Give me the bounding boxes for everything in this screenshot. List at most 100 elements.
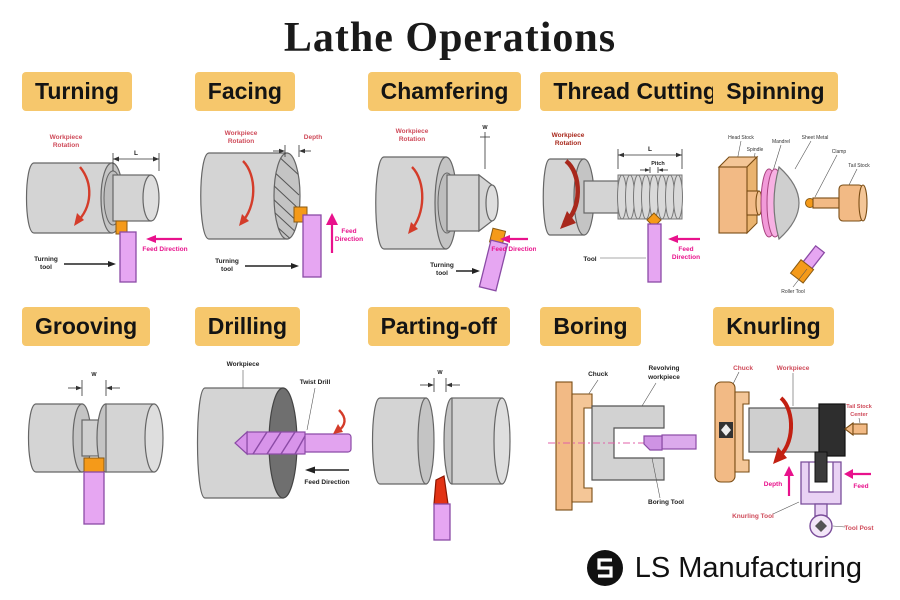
knurling-tool-label: Knurling Tool — [732, 513, 774, 520]
row-top: Turning Workpiece Rotation L Feed D — [18, 66, 882, 301]
depth-label: Depth — [304, 134, 322, 141]
brand-footer: LS Manufacturing — [585, 548, 862, 588]
workpiece-label: Workpiece — [226, 361, 259, 368]
workpiece-cylinder — [25, 162, 113, 234]
thread-cutting-diagram: Workpiece Rotation L Pitch — [543, 132, 701, 283]
tail-stock-center — [852, 423, 868, 435]
clamp-label: Clamp — [832, 149, 847, 155]
operation-label-thread-cutting: Thread Cutting — [540, 72, 730, 111]
facing-rotation-label: Workpiece — [224, 130, 257, 137]
chuck-body — [555, 381, 573, 511]
chuck-key-socket — [721, 424, 732, 436]
svg-text:Center: Center — [850, 412, 868, 418]
chuck-label: Chuck — [733, 365, 753, 372]
mandrel-label: Mandrel — [772, 139, 790, 145]
drill-point — [233, 430, 248, 456]
operation-label-chamfering: Chamfering — [367, 72, 522, 111]
operations-grid: Turning Workpiece Rotation L Feed D — [0, 62, 900, 546]
svg-text:Rotation: Rotation — [53, 142, 79, 149]
drilling-diagram: Workpiece Twist Drill Feed Direction — [196, 361, 352, 499]
operation-label-facing: Facing — [194, 72, 295, 111]
boring-tool-head — [643, 435, 663, 451]
svg-text:Rotation: Rotation — [398, 136, 424, 143]
threading-tool — [647, 223, 663, 283]
workpiece-label: Workpiece — [777, 365, 810, 372]
operation-label-boring: Boring — [540, 307, 641, 346]
twist-drill-label: Twist Drill — [300, 379, 331, 386]
row-bottom: Grooving W Drilling Workpiece — [18, 301, 882, 546]
workpiece-head — [543, 158, 585, 236]
length-dim-label: L — [134, 150, 138, 157]
feed-direction-label: Feed Direction — [304, 479, 349, 486]
boring-tool-label: Boring Tool — [648, 499, 684, 506]
grooving-diagram: W — [27, 372, 164, 525]
faced-surface — [273, 152, 301, 240]
operation-label-grooving: Grooving — [22, 307, 151, 346]
workpiece-cylinder — [374, 156, 447, 250]
svg-text:Rotation: Rotation — [555, 140, 581, 147]
feed-direction-label: Feed — [679, 246, 694, 253]
svg-text:tool: tool — [40, 264, 52, 271]
operation-card-knurling: Knurling Chuck Workpiece Tail Stock Cent… — [709, 301, 882, 546]
chuck-jaws — [734, 391, 750, 473]
facing-tool-label: Turning — [215, 258, 239, 265]
workpiece-cylinder — [200, 152, 288, 240]
operation-label-drilling: Drilling — [194, 307, 301, 346]
knurl-wheel — [814, 451, 828, 483]
brand-name: LS Manufacturing — [634, 551, 862, 584]
operation-card-facing: Facing Workpiece Rotation Depth — [191, 66, 364, 301]
feed-direction-label: Feed Direction — [491, 246, 536, 253]
tool-post-label: Tool Post — [845, 525, 875, 532]
operation-card-parting-off: Parting-off W — [364, 301, 537, 546]
turning-tool-label: Turning — [34, 256, 58, 263]
spindle-label: Spindle — [747, 147, 764, 153]
operation-card-grooving: Grooving W — [18, 301, 191, 546]
roller-tool-label: Roller Tool — [781, 289, 805, 295]
workpiece-left — [27, 403, 83, 473]
sheet-metal-label: Sheet Metal — [802, 135, 829, 141]
spinning-diagram: Head Stock Spindle Mandrel Sheet Metal C… — [717, 135, 870, 295]
head-stock-label: Head Stock — [728, 135, 754, 141]
parting-tool-tip — [432, 475, 449, 505]
tool-tip — [83, 457, 105, 473]
depth-label: Depth — [764, 481, 782, 488]
operation-label-spinning: Spinning — [713, 72, 838, 111]
grooving-tool — [83, 471, 105, 525]
facing-diagram: Workpiece Rotation Depth F — [200, 130, 363, 278]
parting-off-diagram: W — [371, 370, 511, 541]
operation-label-knurling: Knurling — [713, 307, 834, 346]
feed-label: Feed — [854, 483, 869, 490]
operation-card-spinning: Spinning Head Stock Spindle Mandrel Shee… — [709, 66, 882, 301]
svg-text:workpiece: workpiece — [647, 374, 680, 381]
svg-text:tool: tool — [436, 270, 448, 277]
boring-bar — [661, 434, 697, 450]
thread-rotation-label: Workpiece — [552, 132, 585, 139]
svg-text:Rotation: Rotation — [228, 138, 254, 145]
tail-stock-label: Tail Stock — [848, 163, 870, 169]
head-stock — [718, 166, 748, 234]
turning-tool — [119, 231, 137, 283]
chamfering-tool — [478, 227, 508, 292]
width-dim-label: W — [91, 372, 97, 378]
workpiece-left — [371, 397, 427, 485]
drill-shank — [302, 433, 352, 453]
tool-label: Tool — [584, 256, 597, 263]
facing-tool — [302, 214, 322, 278]
svg-text:Direction: Direction — [672, 254, 700, 261]
mandrel — [773, 165, 800, 241]
operation-card-turning: Turning Workpiece Rotation L Feed D — [18, 66, 191, 301]
ls-manufacturing-logo-icon — [586, 550, 623, 586]
operation-label-parting-off: Parting-off — [367, 307, 510, 346]
turning-rotation-label: Workpiece — [50, 134, 83, 141]
pitch-label: Pitch — [652, 161, 666, 167]
shaft — [583, 180, 621, 214]
operation-card-boring: Boring Chuck Revolving workpiece Boring … — [536, 301, 709, 546]
chuck-jaws — [571, 393, 593, 503]
chamfering-rotation-label: Workpiece — [395, 128, 428, 135]
operation-card-thread-cutting: Thread Cutting Workpiece Rotation — [536, 66, 730, 301]
tail-stock-center-label: Tail Stock — [846, 404, 873, 410]
feed-direction-label: Feed Direction — [142, 246, 187, 253]
operation-card-chamfering: Chamfering Workpiece Rotation W — [364, 66, 537, 301]
width-dim-label: W — [437, 370, 443, 376]
chamfering-diagram: Workpiece Rotation W Feed Di — [374, 125, 536, 292]
